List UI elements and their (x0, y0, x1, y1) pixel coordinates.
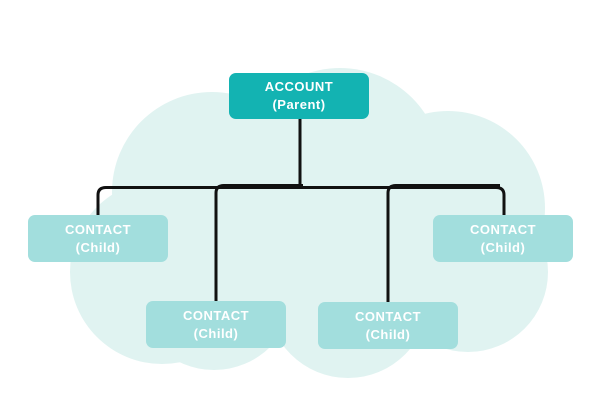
child-box-1-subtitle: (Child) (75, 239, 121, 255)
child-box-4: CONTACT (Child) (433, 215, 573, 262)
connector-elbow-child-3 (386, 184, 500, 303)
parent-box-title: ACCOUNT (264, 79, 334, 94)
child-box-1: CONTACT (Child) (28, 215, 168, 262)
child-box-3-title: CONTACT (354, 308, 422, 324)
connector-lines (96, 119, 506, 303)
child-box-1-title: CONTACT (64, 221, 132, 237)
child-box-4-title: CONTACT (469, 221, 537, 237)
child-box-3-subtitle: (Child) (365, 326, 411, 342)
parent-box: ACCOUNT (Parent) (229, 73, 369, 119)
child-box-4-subtitle: (Child) (480, 239, 526, 255)
child-box-2-subtitle: (Child) (193, 325, 239, 341)
child-box-2-title: CONTACT (182, 307, 250, 323)
parent-box-subtitle: (Parent) (272, 97, 326, 112)
child-box-2: CONTACT (Child) (146, 301, 286, 348)
child-box-3: CONTACT (Child) (318, 302, 458, 349)
connector-elbow-child-2 (214, 184, 303, 302)
connector-bracket (96, 186, 506, 216)
